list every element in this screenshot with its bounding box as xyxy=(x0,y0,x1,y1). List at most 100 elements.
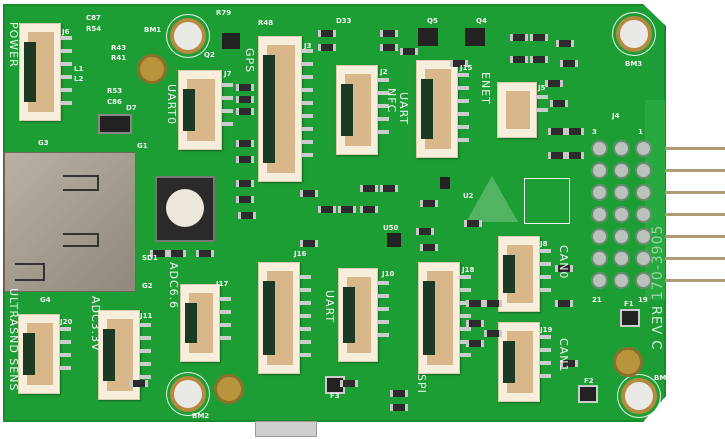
connector-pin xyxy=(301,140,313,144)
pin-header-j4[interactable] xyxy=(585,128,665,300)
ref-r43: R43 xyxy=(111,44,127,52)
connector-pin xyxy=(536,95,548,99)
connector-pin xyxy=(60,49,72,53)
smd-component xyxy=(360,206,378,213)
connector-j15[interactable] xyxy=(416,60,469,158)
smd-component xyxy=(236,96,254,103)
pin-label: 21 xyxy=(592,296,602,304)
ref-q4: Q4 xyxy=(476,17,487,25)
smd-component xyxy=(168,250,186,257)
header-pad xyxy=(635,184,652,201)
connector-j6[interactable] xyxy=(19,23,72,121)
connector-j8[interactable] xyxy=(498,236,551,312)
smd-component xyxy=(555,265,573,272)
label-bm2: BM2 xyxy=(192,412,210,420)
connector-pin xyxy=(139,349,151,353)
connector-pin xyxy=(377,333,389,337)
connector-pin xyxy=(457,86,469,90)
connector-pin xyxy=(299,327,311,331)
connector-pin xyxy=(536,108,548,112)
pin-label: 3 xyxy=(592,128,597,136)
mount-hole-bm2 xyxy=(170,376,206,412)
pin-label: 19 xyxy=(638,296,648,304)
ref-f3: F3 xyxy=(330,392,340,400)
connector-j18[interactable] xyxy=(418,262,471,374)
connector-pin xyxy=(377,104,389,108)
ref-d7: D7 xyxy=(126,104,137,112)
smd-component xyxy=(566,128,584,135)
connector-j16[interactable] xyxy=(258,262,311,374)
header-pad xyxy=(635,206,652,223)
push-button[interactable] xyxy=(155,176,215,242)
connector-j17[interactable] xyxy=(180,284,231,362)
smd-component xyxy=(318,30,336,37)
header-pin xyxy=(665,257,725,260)
header-pad xyxy=(591,206,608,223)
connector-j7[interactable] xyxy=(178,70,233,150)
header-pad xyxy=(591,184,608,201)
header-pad xyxy=(591,140,608,157)
ref-u2: U2 xyxy=(463,192,474,200)
smd-component xyxy=(236,108,254,115)
connector-pin xyxy=(299,314,311,318)
ref-f2: F2 xyxy=(584,377,594,385)
connector-pin xyxy=(60,36,72,40)
connector-j19[interactable] xyxy=(498,322,551,402)
header-pad xyxy=(635,140,652,157)
connector-pin xyxy=(221,109,233,113)
connector-pin xyxy=(539,288,551,292)
smd-component xyxy=(236,156,254,163)
label-bm3: BM3 xyxy=(625,60,643,68)
smd-component xyxy=(484,300,502,307)
smd-component xyxy=(416,228,434,235)
connector-j10[interactable] xyxy=(338,268,389,362)
connector-pin xyxy=(459,327,471,331)
ic-u2 xyxy=(440,177,450,189)
smd-component xyxy=(338,206,356,213)
connector-pin xyxy=(539,374,551,378)
transistor-q5 xyxy=(418,28,438,46)
smd-component xyxy=(300,190,318,197)
label-power: POWER xyxy=(7,22,20,68)
label-uart: UART xyxy=(397,92,410,126)
ref-l2: L2 xyxy=(74,75,84,83)
brass-pad xyxy=(214,374,244,404)
connector-pin xyxy=(219,336,231,340)
connector-pin xyxy=(59,340,71,344)
connector-pin xyxy=(139,336,151,340)
smd-component xyxy=(466,340,484,347)
smd-component xyxy=(196,250,214,257)
connector-j3[interactable] xyxy=(258,36,313,182)
connector-pin xyxy=(457,112,469,116)
ref-r48: R48 xyxy=(258,19,274,27)
ref-j10: J10 xyxy=(382,270,395,278)
connector-pin xyxy=(301,127,313,131)
header-pad xyxy=(613,228,630,245)
connector-pin xyxy=(377,130,389,134)
connector-pin xyxy=(377,78,389,82)
smd-component xyxy=(510,56,528,63)
usb-connector[interactable] xyxy=(255,421,317,437)
ref-j4: J4 xyxy=(612,112,620,120)
connector-j5[interactable] xyxy=(497,82,548,138)
smd-component xyxy=(236,140,254,147)
connector-pin xyxy=(299,301,311,305)
connector-pin xyxy=(377,91,389,95)
connector-j2[interactable] xyxy=(336,65,389,155)
header-pad xyxy=(613,140,630,157)
connector-pin xyxy=(221,83,233,87)
smd-component xyxy=(466,320,484,327)
mount-hole-bm1 xyxy=(170,18,206,54)
ref-j5: J5 xyxy=(538,84,546,92)
connector-pin xyxy=(301,49,313,53)
ref-j11: J11 xyxy=(140,312,153,320)
ref-j20: J20 xyxy=(60,318,73,326)
ref-g4: G4 xyxy=(40,296,51,304)
smd-component xyxy=(510,34,528,41)
ref-l1: L1 xyxy=(74,65,84,73)
label-adc3-3v: ADC3.3V xyxy=(89,296,102,352)
ref-j8: J8 xyxy=(540,240,548,248)
connector-j20[interactable] xyxy=(18,314,71,394)
smd-component xyxy=(560,360,578,367)
connector-pin xyxy=(221,122,233,126)
